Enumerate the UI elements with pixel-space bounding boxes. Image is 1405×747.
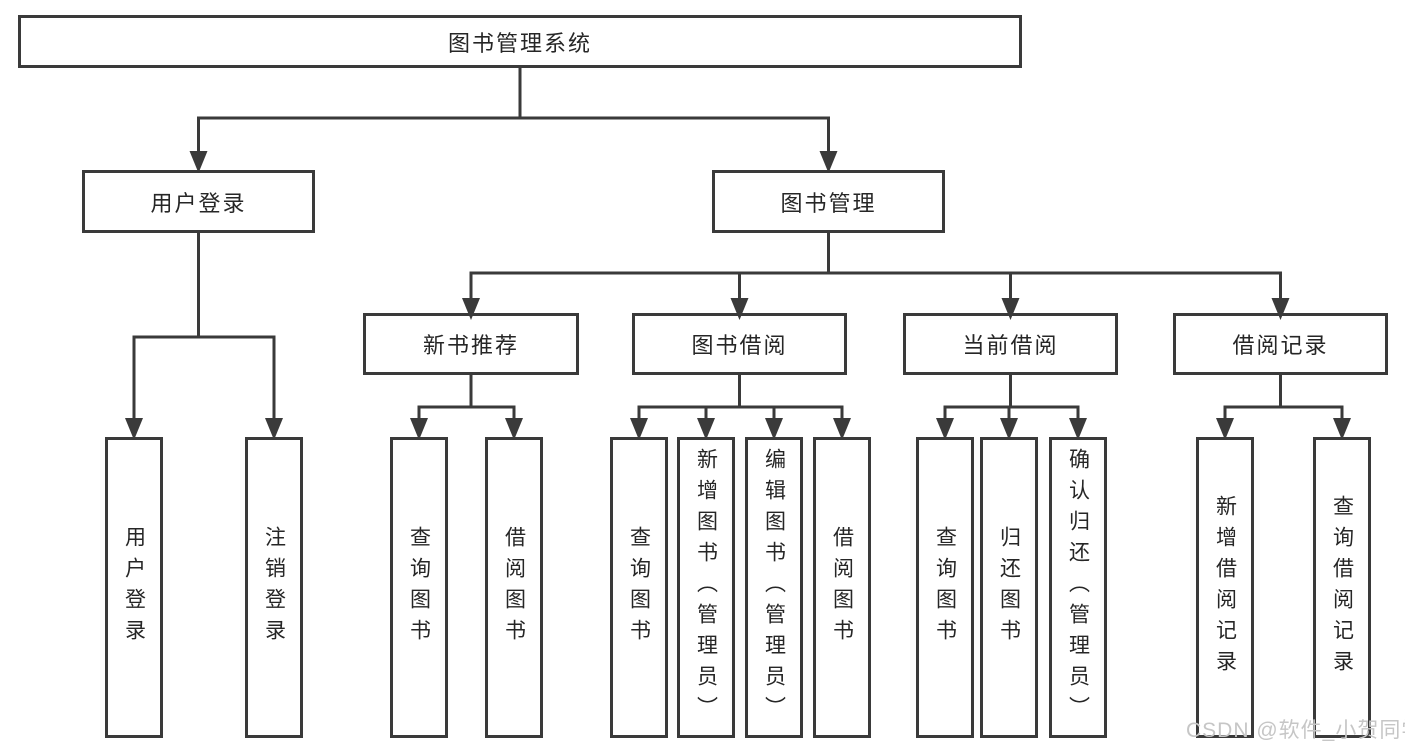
- leaf-newbook-query: 查询图书: [390, 437, 448, 738]
- leaf-current-query-label: 查询图书: [933, 525, 957, 650]
- node-current-borrow-label: 当前借阅: [962, 333, 1059, 358]
- node-borrow-records: 借阅记录: [1173, 313, 1388, 375]
- node-book-management: 图书管理: [712, 170, 945, 233]
- node-borrow-records-label: 借阅记录: [1232, 333, 1329, 358]
- leaf-current-return: 归还图书: [980, 437, 1038, 738]
- node-book-borrow: 图书借阅: [632, 313, 847, 375]
- leaf-newbook-borrow: 借阅图书: [485, 437, 543, 738]
- leaf-logout-label: 注销登录: [262, 525, 286, 650]
- leaf-records-query: 查询借阅记录: [1313, 437, 1371, 738]
- connector-new-book-to-leaves: [417, 373, 516, 421]
- leaf-borrow-borrow: 借阅图书: [813, 437, 871, 738]
- leaf-logout: 注销登录: [245, 437, 303, 738]
- leaf-user-login-label: 用户登录: [122, 525, 146, 650]
- leaf-user-login: 用户登录: [105, 437, 163, 738]
- node-new-book-recommend-label: 新书推荐: [422, 333, 519, 358]
- leaf-records-add-label: 新增借阅记录: [1213, 494, 1237, 681]
- node-root: 图书管理系统: [18, 15, 1022, 68]
- leaf-current-return-label: 归还图书: [997, 525, 1021, 650]
- csdn-watermark: CSDN @软件_小贺同学: [1186, 719, 1405, 742]
- connector-current-to-leaves: [943, 373, 1080, 421]
- connector-user-login-to-leaves: [132, 231, 276, 421]
- node-book-borrow-label: 图书借阅: [691, 333, 788, 358]
- leaf-current-confirm-admin-label: 确认归还（管理员）: [1066, 448, 1090, 727]
- leaf-borrow-edit-admin: 编辑图书（管理员）: [745, 437, 803, 738]
- node-new-book-recommend: 新书推荐: [363, 313, 579, 375]
- leaf-borrow-add-admin-label: 新增图书（管理员）: [694, 448, 718, 727]
- leaf-borrow-query: 查询图书: [610, 437, 668, 738]
- node-root-label: 图书管理系统: [447, 30, 592, 56]
- leaf-borrow-add-admin: 新增图书（管理员）: [677, 437, 735, 738]
- node-user-login: 用户登录: [82, 170, 315, 233]
- leaf-borrow-query-label: 查询图书: [627, 525, 651, 650]
- node-current-borrow: 当前借阅: [903, 313, 1118, 375]
- leaf-newbook-borrow-label: 借阅图书: [502, 525, 526, 650]
- node-book-management-label: 图书管理: [780, 190, 877, 216]
- leaf-records-query-label: 查询借阅记录: [1330, 494, 1354, 681]
- node-user-login-label: 用户登录: [150, 190, 247, 216]
- leaf-newbook-query-label: 查询图书: [407, 525, 431, 650]
- leaf-records-add: 新增借阅记录: [1196, 437, 1254, 738]
- connector-borrow-to-leaves: [637, 373, 844, 421]
- leaf-borrow-edit-admin-label: 编辑图书（管理员）: [762, 448, 786, 727]
- leaf-current-confirm-admin: 确认归还（管理员）: [1049, 437, 1107, 738]
- leaf-current-query: 查询图书: [916, 437, 974, 738]
- connector-book-mgmt-to-modules: [469, 231, 1282, 301]
- connector-root-to-branches: [197, 66, 830, 154]
- connector-records-to-leaves: [1223, 373, 1344, 421]
- leaf-borrow-borrow-label: 借阅图书: [830, 525, 854, 650]
